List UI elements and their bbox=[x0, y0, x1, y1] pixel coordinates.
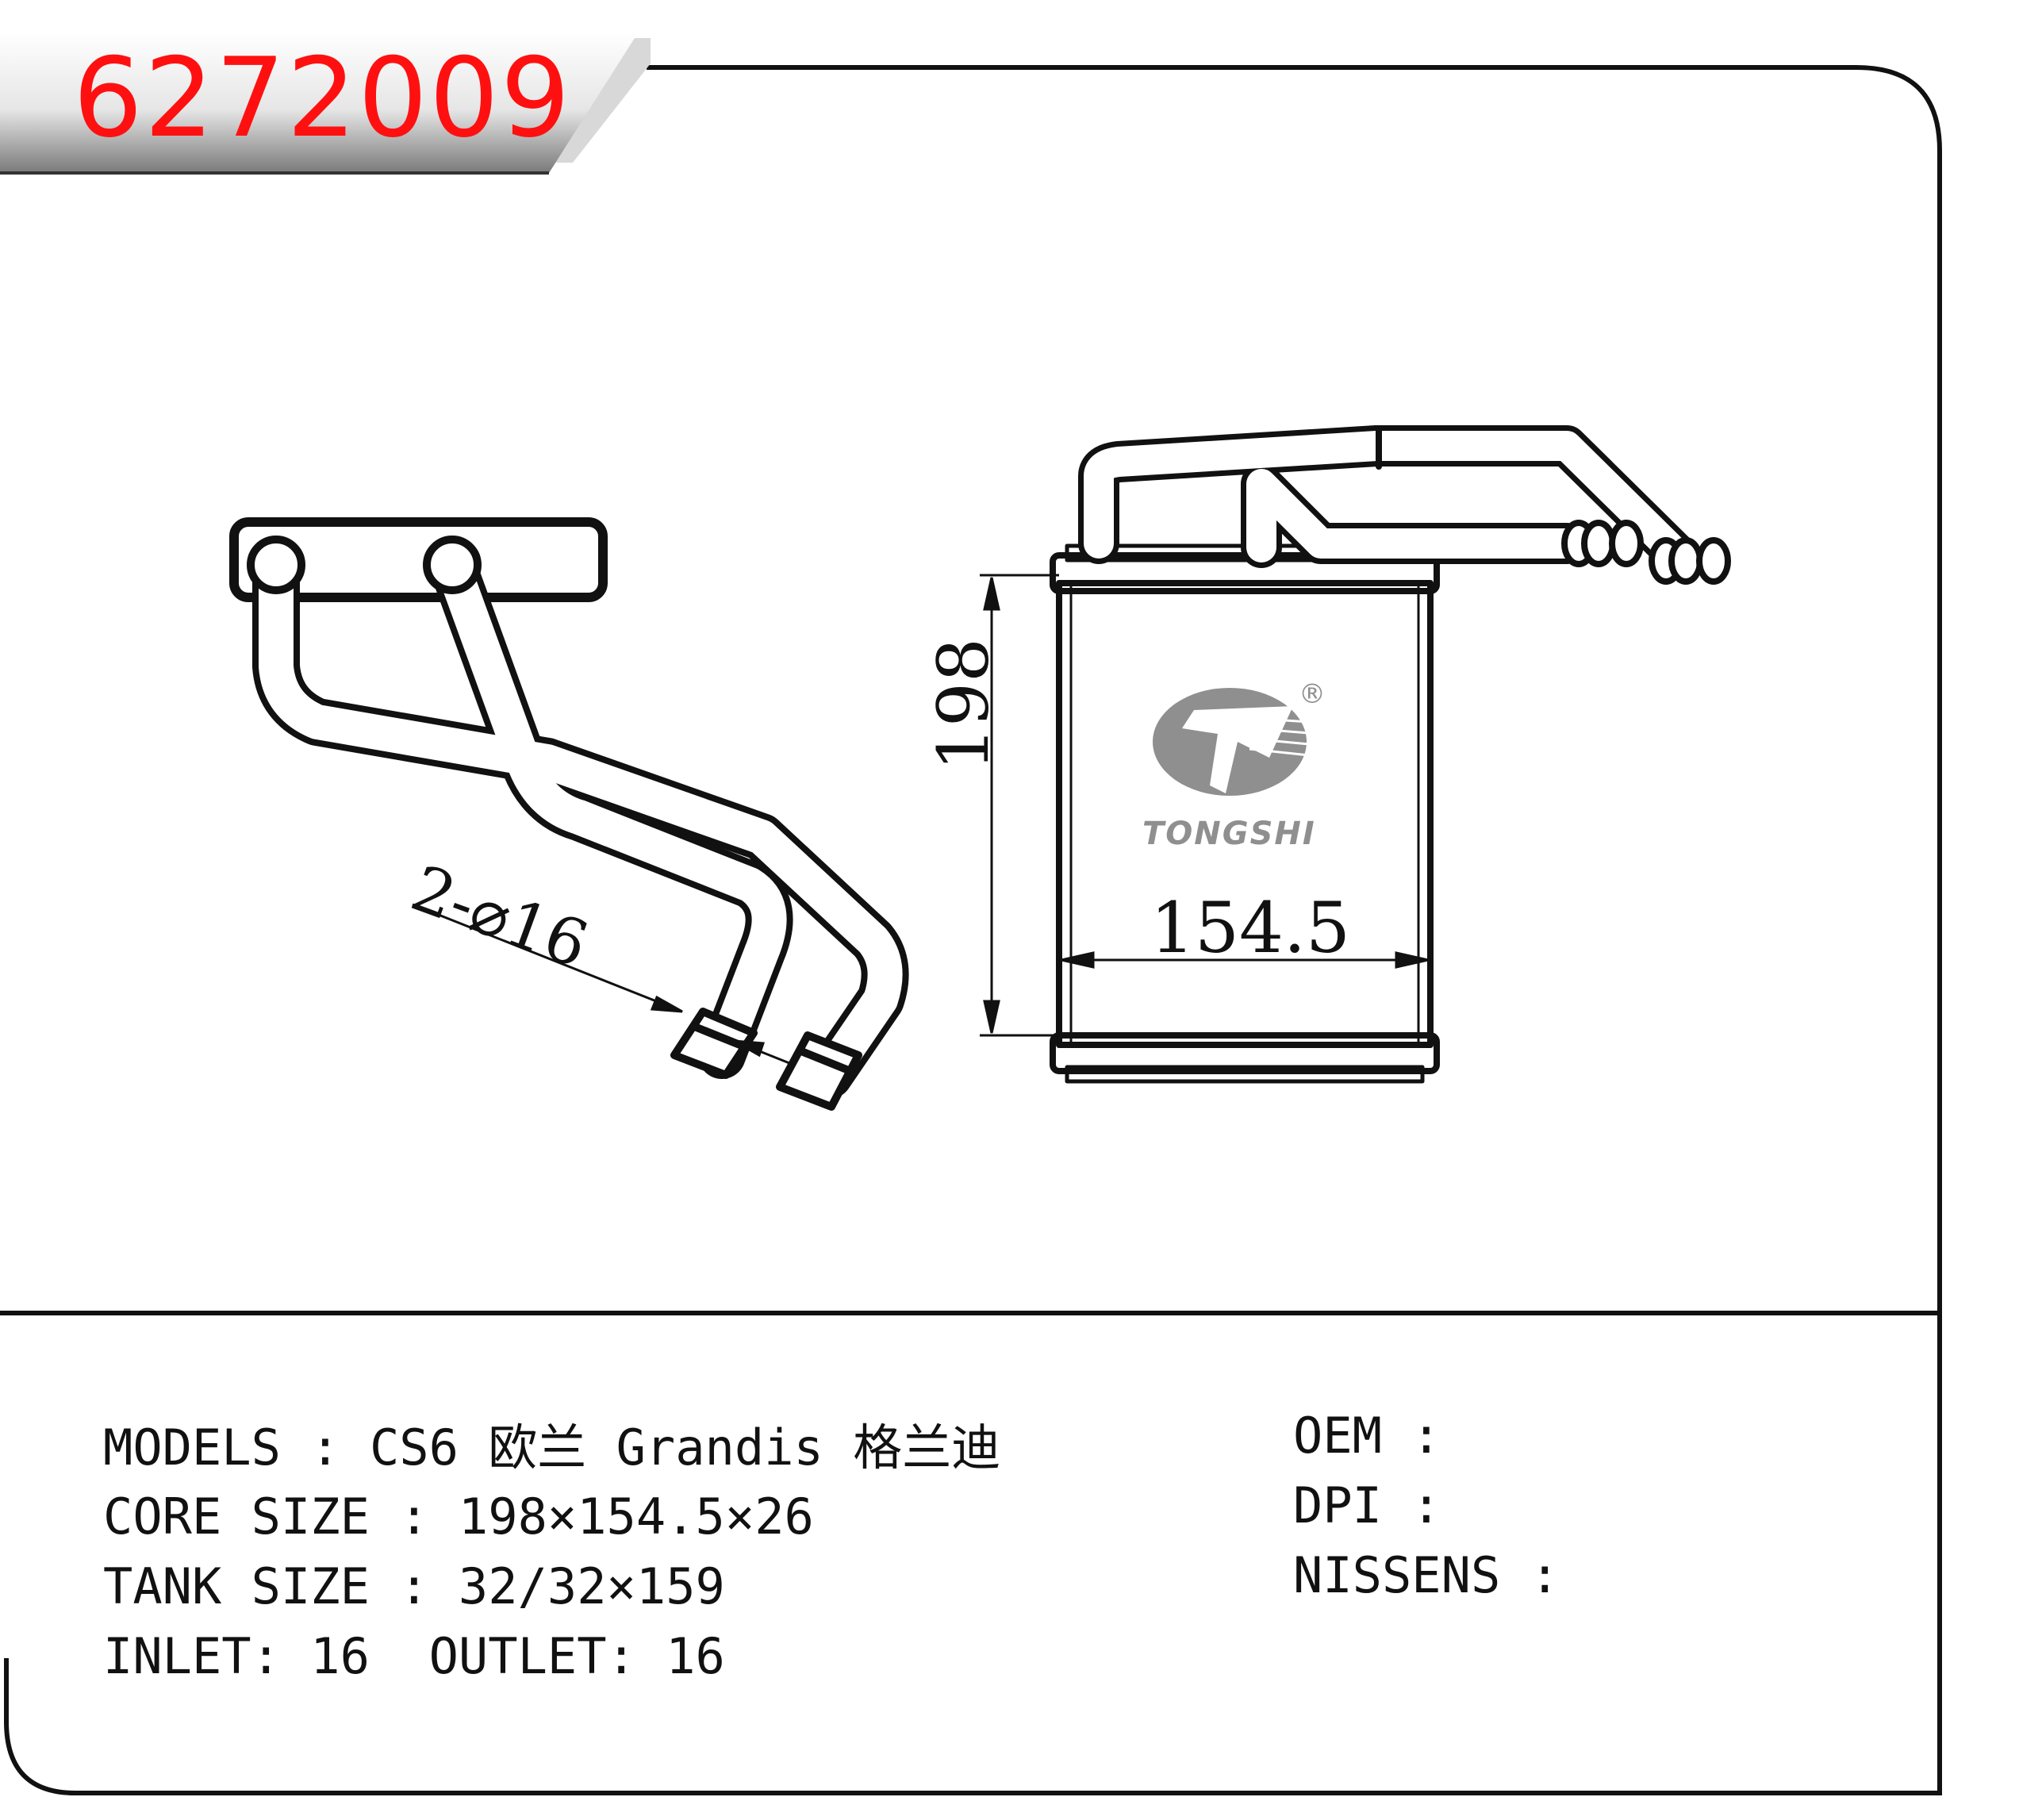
nissens-line: NISSENS : bbox=[1293, 1546, 1560, 1604]
height-dimension-label: 198 bbox=[923, 638, 1004, 771]
part-number: 6272009 bbox=[73, 34, 572, 162]
brand-name: TONGSHI bbox=[1142, 816, 1316, 852]
height-dimension bbox=[980, 574, 1059, 1037]
dpi-line: DPI : bbox=[1293, 1476, 1441, 1534]
heater-core-view bbox=[1050, 425, 1731, 1084]
width-dimension bbox=[1061, 951, 1429, 969]
pipe-assembly-view bbox=[229, 517, 909, 1111]
part-number-banner bbox=[0, 32, 651, 175]
registered-mark: ® bbox=[1299, 678, 1326, 710]
pipe-diameter-leader bbox=[412, 903, 794, 1066]
oem-line: OEM : bbox=[1293, 1407, 1441, 1465]
inlet-outlet-line: INLET: 16 OUTLET: 16 bbox=[103, 1627, 725, 1685]
brand-logo bbox=[1153, 688, 1310, 796]
tank-size-line: TANK SIZE : 32/32×159 bbox=[103, 1557, 725, 1615]
models-line: MODELS : CS6 欧兰 Grandis 格兰迪 bbox=[103, 1419, 1001, 1476]
width-dimension-label: 154.5 bbox=[1150, 887, 1350, 969]
core-size-line: CORE SIZE : 198×154.5×26 bbox=[103, 1488, 814, 1545]
outer-frame bbox=[0, 65, 1942, 1795]
